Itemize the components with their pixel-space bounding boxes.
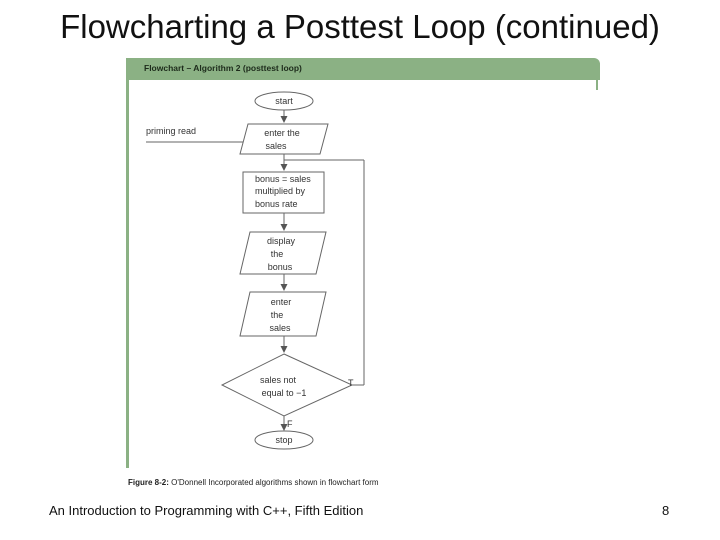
flowchart-figure: Flowchart – Algorithm 2 (posttest loop) … bbox=[126, 58, 600, 468]
input2-line-1: enter bbox=[271, 297, 292, 307]
slide-title: Flowcharting a Posttest Loop (continued) bbox=[60, 8, 660, 45]
priming-read-label: priming read bbox=[146, 126, 196, 136]
input1-line-2: sales bbox=[265, 141, 287, 151]
input1-line-1: enter the bbox=[264, 128, 300, 138]
stop-label: stop bbox=[275, 435, 292, 445]
sales-not-minus-one-decision bbox=[220, 353, 354, 417]
start-label: start bbox=[275, 96, 293, 106]
process-line-1: bonus = sales bbox=[255, 174, 311, 184]
flowchart-diagram: start priming read enter the sales bonus… bbox=[146, 91, 365, 450]
true-label: T bbox=[348, 378, 354, 388]
figure-right-border bbox=[596, 80, 598, 90]
process-line-2: multiplied by bbox=[255, 186, 306, 196]
decision-line-1: sales not bbox=[260, 375, 297, 385]
process-line-3: bonus rate bbox=[255, 199, 298, 209]
figure-caption: Figure 8-2: O'Donnell Incorporated algor… bbox=[128, 478, 379, 487]
enter-sales-input-2 bbox=[239, 291, 327, 337]
figure-left-border bbox=[126, 80, 129, 468]
input2-line-3: sales bbox=[269, 323, 291, 333]
caption-text: O'Donnell Incorporated algorithms shown … bbox=[171, 478, 379, 487]
output-line-1: display bbox=[267, 236, 296, 246]
false-label: F bbox=[287, 419, 293, 429]
caption-label: Figure 8-2: bbox=[128, 478, 169, 487]
input2-line-2: the bbox=[271, 310, 284, 320]
decision-line-2: equal to −1 bbox=[262, 388, 307, 398]
enter-sales-input bbox=[239, 123, 329, 155]
output-line-3: bonus bbox=[268, 262, 293, 272]
display-bonus-output bbox=[239, 231, 327, 275]
page-number: 8 bbox=[662, 503, 670, 518]
figure-header-bar: Flowchart – Algorithm 2 (posttest loop) bbox=[126, 58, 600, 80]
output-line-2: the bbox=[271, 249, 284, 259]
footer-book-title: An Introduction to Programming with C++,… bbox=[49, 503, 364, 518]
stop-terminal bbox=[254, 430, 314, 450]
figure-header-title: Flowchart – Algorithm 2 (posttest loop) bbox=[144, 63, 302, 73]
